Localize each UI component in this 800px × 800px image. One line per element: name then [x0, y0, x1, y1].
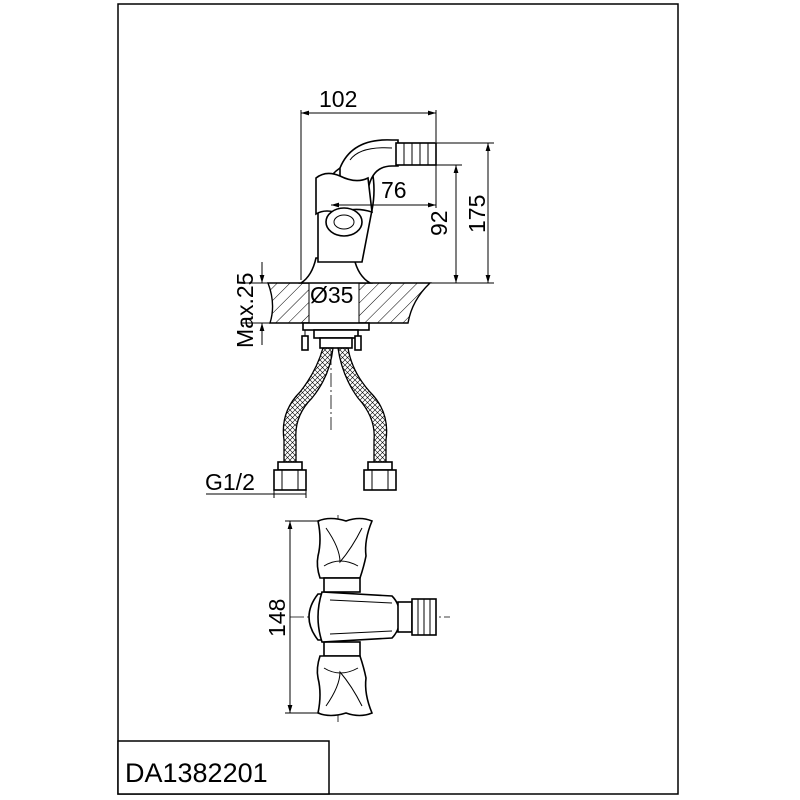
dim-reach-76: 76	[331, 165, 437, 208]
product-code: DA1382201	[125, 758, 268, 788]
dim-length-148: 148	[264, 520, 320, 714]
title-block: DA1382201	[117, 740, 330, 795]
dim-label-76: 76	[381, 177, 407, 203]
spout	[339, 139, 437, 191]
flex-hoses	[273, 347, 397, 491]
dim-width-102: 102	[300, 86, 437, 280]
dim-label-175: 175	[464, 195, 490, 233]
side-view: 102 76 92 175 Max.25	[205, 86, 494, 498]
dim-deck-thickness: Max.25	[232, 262, 272, 348]
drawing-frame	[117, 3, 679, 795]
dim-label-g12: G1/2	[205, 469, 255, 495]
dim-hole-diameter: Ø35	[310, 282, 353, 308]
plan-view: 148	[264, 515, 450, 722]
dim-label-d35: Ø35	[310, 282, 353, 308]
dim-label-102: 102	[319, 86, 357, 112]
fixing-assembly	[301, 322, 370, 351]
dim-label-92: 92	[426, 210, 452, 236]
dim-height-175: 175	[370, 142, 494, 284]
dim-thread: G1/2	[205, 469, 307, 498]
dim-label-148: 148	[264, 599, 290, 637]
plan-spout	[317, 591, 437, 643]
dim-height-92: 92	[426, 164, 462, 283]
countertop-section	[266, 282, 432, 324]
plan-lever-bottom	[316, 641, 374, 717]
plan-lever-top	[316, 517, 374, 593]
dim-label-max25: Max.25	[232, 273, 258, 348]
